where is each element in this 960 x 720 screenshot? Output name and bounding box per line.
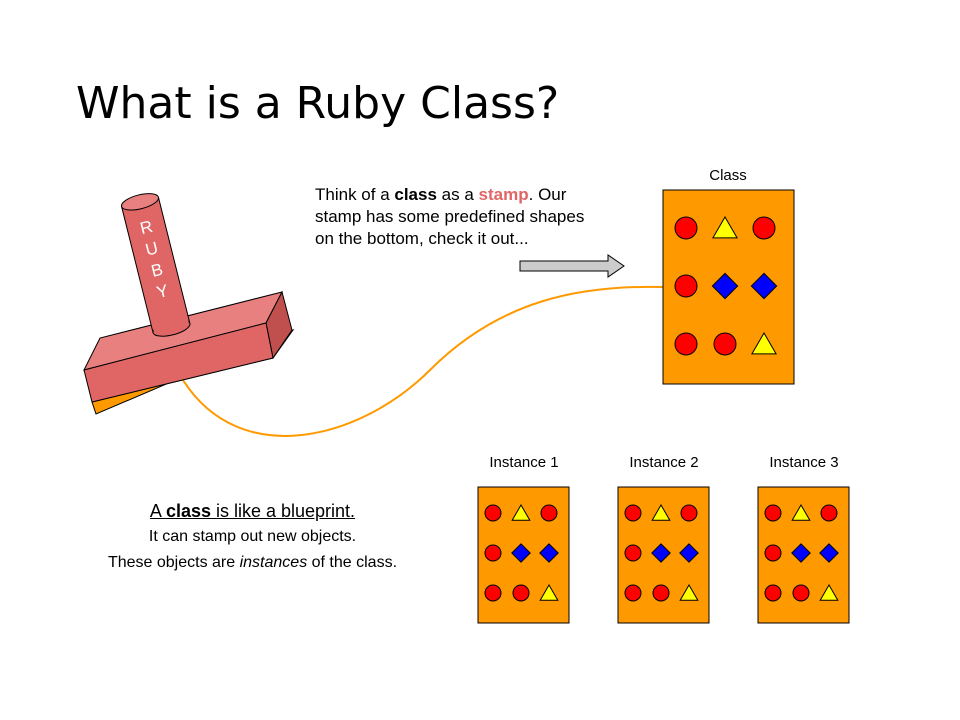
instance-2-circle-1-3 — [680, 504, 698, 522]
instance-1-circle-1-1 — [484, 504, 502, 522]
instance-3-circle-3-2 — [792, 584, 810, 602]
caption-line-2: It can stamp out new objects. — [148, 528, 357, 545]
stamp-handle-top — [120, 193, 160, 211]
instance-3-circle-1-1 — [764, 504, 782, 522]
instance-2-triangle-1-2 — [651, 504, 671, 521]
class-label: Class — [709, 167, 747, 184]
instance-2-triangle-3-3 — [679, 584, 699, 601]
instance-2-circle-3-1 — [624, 584, 642, 602]
desc-text-4: Our stamp has some predefined shapes on … — [315, 185, 585, 248]
caption-line-1: A class is like a blueprint. — [149, 501, 356, 521]
class-circle-2-1 — [674, 274, 698, 298]
instance-3-circle-2-1 — [764, 544, 782, 562]
stamp-description: Think of a class as a stamp. Our stamp h… — [315, 184, 595, 250]
slide-title: What is a Ruby Class? — [76, 78, 560, 129]
stamp-letter-u: U — [143, 238, 160, 259]
instance-2-label: Instance 2 — [629, 454, 699, 471]
instance-1-diamond-2-2 — [511, 543, 531, 563]
class-circle-3-2 — [713, 332, 737, 356]
instance-1-circle-3-1 — [484, 584, 502, 602]
instance-1-circle-3-2 — [512, 584, 530, 602]
desc-text-3: . — [528, 185, 534, 204]
class-circle-3-1 — [674, 332, 698, 356]
instance-1-circle-1-3 — [540, 504, 558, 522]
desc-text-2: as a — [436, 185, 479, 204]
instance-1-circle-2-1 — [484, 544, 502, 562]
instance-3-circle-1-3 — [820, 504, 838, 522]
instance-3-diamond-2-2 — [791, 543, 811, 563]
class-diamond-2-2 — [711, 272, 739, 300]
class-diamond-2-3 — [750, 272, 778, 300]
instance-2-circle-3-2 — [652, 584, 670, 602]
desc-word-stamp: stamp — [478, 185, 529, 204]
caption-line-3: These objects are instances of the class… — [107, 554, 398, 571]
instance-3-triangle-1-2 — [791, 504, 811, 521]
instance-1-triangle-1-2 — [511, 504, 531, 521]
blueprint-caption: A class is like a blueprint. It can stam… — [60, 498, 445, 576]
connector-curve — [182, 285, 664, 437]
desc-text-1: Think of a — [315, 185, 395, 204]
class-circle-1-1 — [674, 216, 698, 240]
arrow-to-class — [519, 254, 625, 278]
instance-2-diamond-2-3 — [679, 543, 699, 563]
class-circle-1-3 — [752, 216, 776, 240]
instance-3-diamond-2-3 — [819, 543, 839, 563]
stamp-letter-r: R — [138, 217, 155, 238]
instance-1-label: Instance 1 — [489, 454, 559, 471]
stamp-block-front — [83, 322, 274, 403]
instance-1-diamond-2-3 — [539, 543, 559, 563]
stamp-letter-y: Y — [155, 281, 171, 302]
instance-1-triangle-3-3 — [539, 584, 559, 601]
instance-3-circle-3-1 — [764, 584, 782, 602]
stamp-letter-b: B — [149, 260, 165, 281]
instance-3-label: Instance 3 — [769, 454, 839, 471]
instance-3-triangle-3-3 — [819, 584, 839, 601]
class-triangle-1-2 — [712, 216, 738, 239]
instance-2-circle-2-1 — [624, 544, 642, 562]
class-triangle-3-3 — [751, 332, 777, 355]
instance-2-circle-1-1 — [624, 504, 642, 522]
desc-word-class: class — [394, 185, 437, 204]
instance-2-diamond-2-2 — [651, 543, 671, 563]
